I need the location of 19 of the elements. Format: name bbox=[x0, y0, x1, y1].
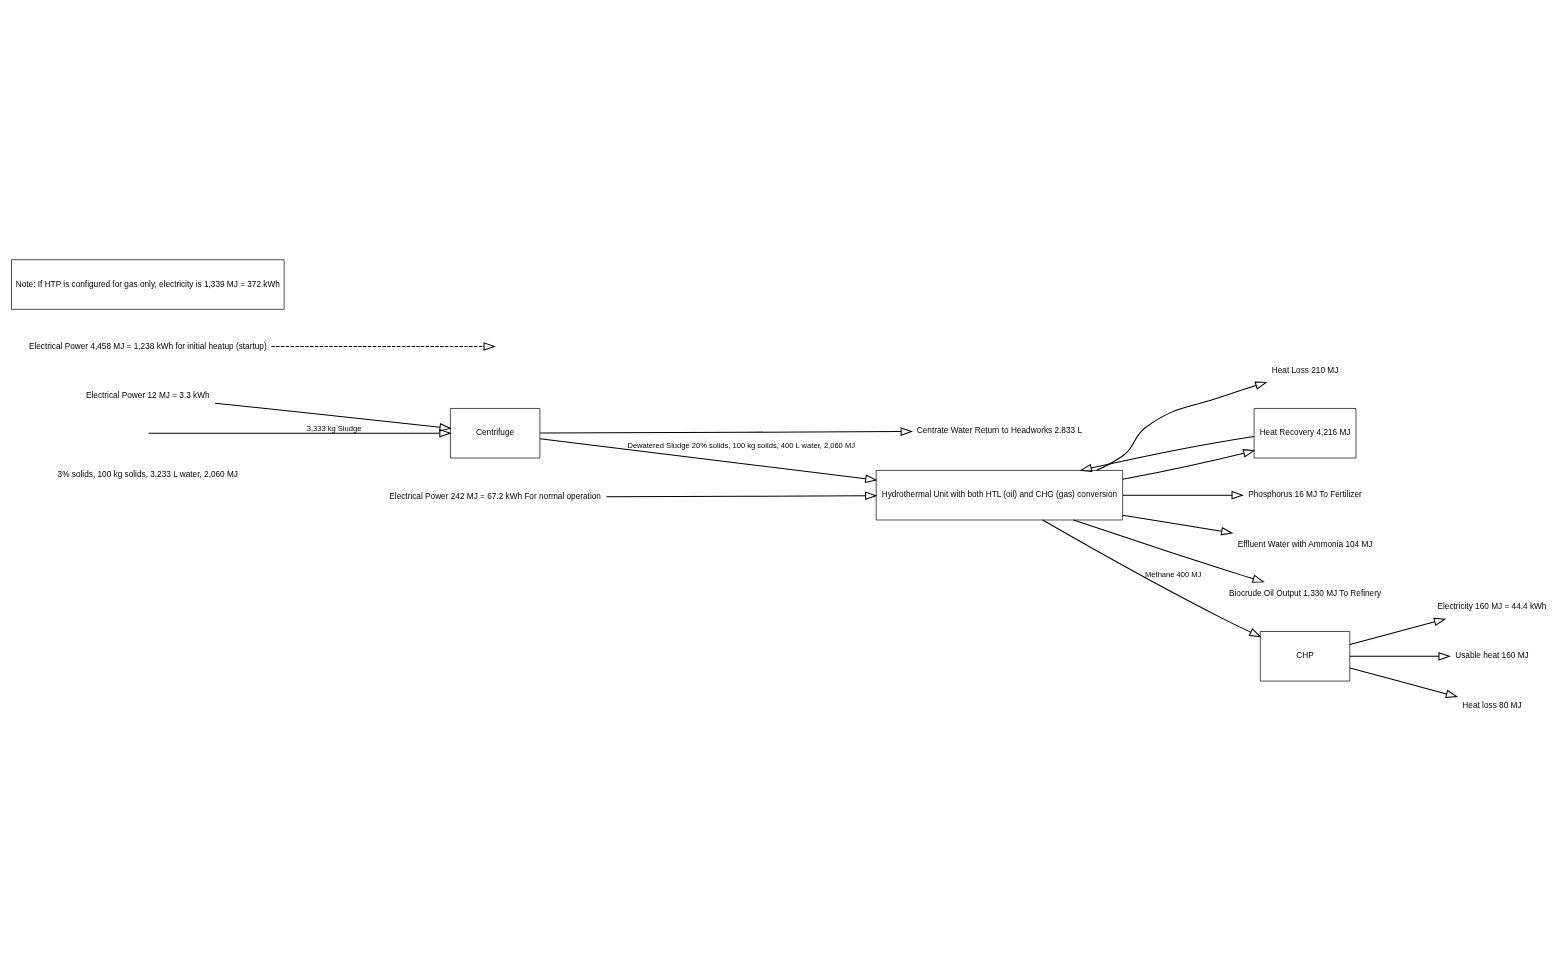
arrow bbox=[1073, 519, 1265, 583]
arrow bbox=[539, 437, 878, 483]
arrow bbox=[1122, 490, 1244, 500]
arrow bbox=[1042, 519, 1262, 637]
arrow bbox=[539, 426, 913, 436]
arrow bbox=[1349, 667, 1459, 698]
arrow bbox=[1349, 651, 1451, 661]
arrow bbox=[270, 341, 496, 351]
arrow bbox=[605, 490, 878, 500]
edge-label: Dewatered Sludge 20% solids, 100 kg solids, 400 L water, 2,060 MJ bbox=[627, 440, 856, 450]
arrow bbox=[1122, 514, 1234, 535]
arrow bbox=[1096, 380, 1268, 471]
arrow bbox=[148, 422, 452, 438]
arrow bbox=[1349, 617, 1447, 645]
edge-label: 3,333 kg Sludge bbox=[306, 423, 362, 433]
arrow bbox=[1079, 435, 1255, 472]
edge-label: Methane 400 MJ bbox=[1145, 569, 1202, 579]
arrow bbox=[214, 402, 452, 438]
arrow bbox=[1122, 448, 1256, 480]
